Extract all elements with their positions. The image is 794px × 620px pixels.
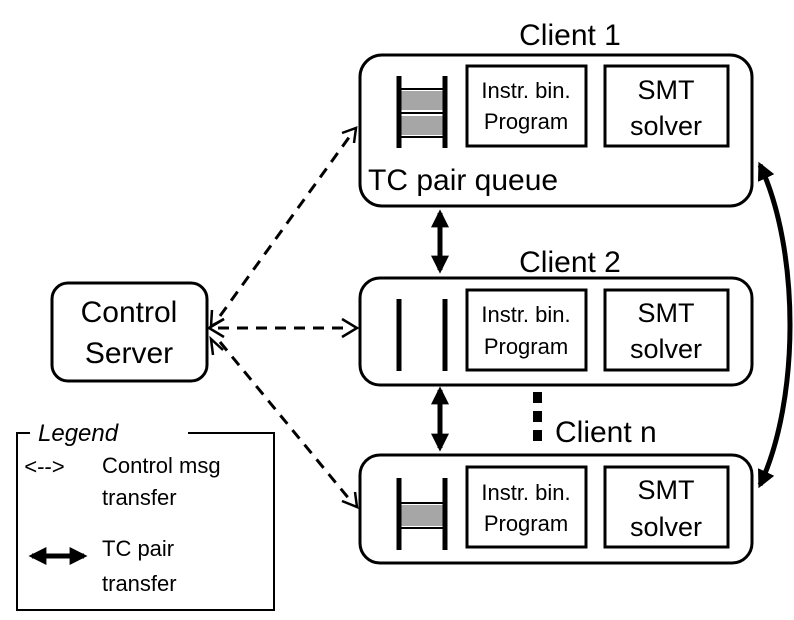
client-2: Client 2 Instr. bin. Program SMT solver [358,246,754,387]
legend-label-line2: transfer [102,485,177,510]
client-n: Instr. bin. Program SMT solver [358,453,754,565]
legend: Legend <--> Control msg transfer TC pair… [16,420,275,611]
control-msg-arrows [206,126,360,509]
program-label-line2: Program [484,511,568,536]
dot [533,392,542,403]
legend-item-tc-pair: TC pair transfer [28,536,177,596]
solver-label-line2: solver [630,334,702,364]
arrow-head [206,317,225,339]
program-label-line2: Program [484,334,568,359]
client-2-program-box [465,288,588,372]
solver-label-line1: SMT [638,298,695,328]
program-label-line1: Instr. bin. [481,480,570,505]
arrow-head [341,126,358,144]
dot [533,411,542,422]
arrow-head [341,317,360,339]
ellipsis-dots [533,392,542,441]
legend-item-control-msg: <--> Control msg transfer [24,453,221,510]
client-1-solver-box [603,64,730,148]
client-1-program-box [465,64,588,148]
program-label-line1: Instr. bin. [481,78,570,103]
legend-label-line1: TC pair [102,536,174,561]
legend-label-line2: transfer [102,571,177,596]
arrow-head [341,491,359,509]
legend-title: Legend [38,420,119,447]
queue-label: TC pair queue [368,164,558,197]
program-label-line2: Program [484,109,568,134]
client-n-solver-box [603,465,730,549]
solver-label-line2: solver [630,512,702,542]
queue-slot-filled [400,505,444,526]
server-label-line1: Control [81,296,178,329]
solver-label-line1: SMT [638,75,695,105]
legend-dashed-symbol: <--> [24,454,65,479]
client-n-label: Client n [555,416,657,449]
client-n-program-box [465,465,588,549]
dot [533,430,542,441]
client-1-label: Client 1 [519,19,621,52]
client-1-queue [396,76,448,148]
tc-pair-arrows [431,161,793,489]
solver-label-line2: solver [630,111,702,141]
legend-frame [16,432,275,611]
client-2-solver-box [603,288,730,372]
queue-slot-filled [400,116,444,135]
tc-pair-arrow-client1-clientn [757,161,793,489]
control-server-box [50,281,209,383]
queue-slot-filled [400,91,444,110]
client-1: Client 1 Instr. bin. Program SMT solver … [358,19,754,208]
client-2-queue [396,299,448,371]
server-label-line2: Server [85,337,173,370]
client-2-label: Client 2 [519,246,621,279]
control-msg-line-client-1 [218,135,352,317]
legend-label-line1: Control msg [102,453,221,478]
solver-label-line1: SMT [638,475,695,505]
arrow-head [209,335,224,356]
control-server: Control Server [50,281,209,383]
program-label-line1: Instr. bin. [481,302,570,327]
client-n-queue [396,478,448,550]
control-msg-line-client-n [218,341,352,501]
